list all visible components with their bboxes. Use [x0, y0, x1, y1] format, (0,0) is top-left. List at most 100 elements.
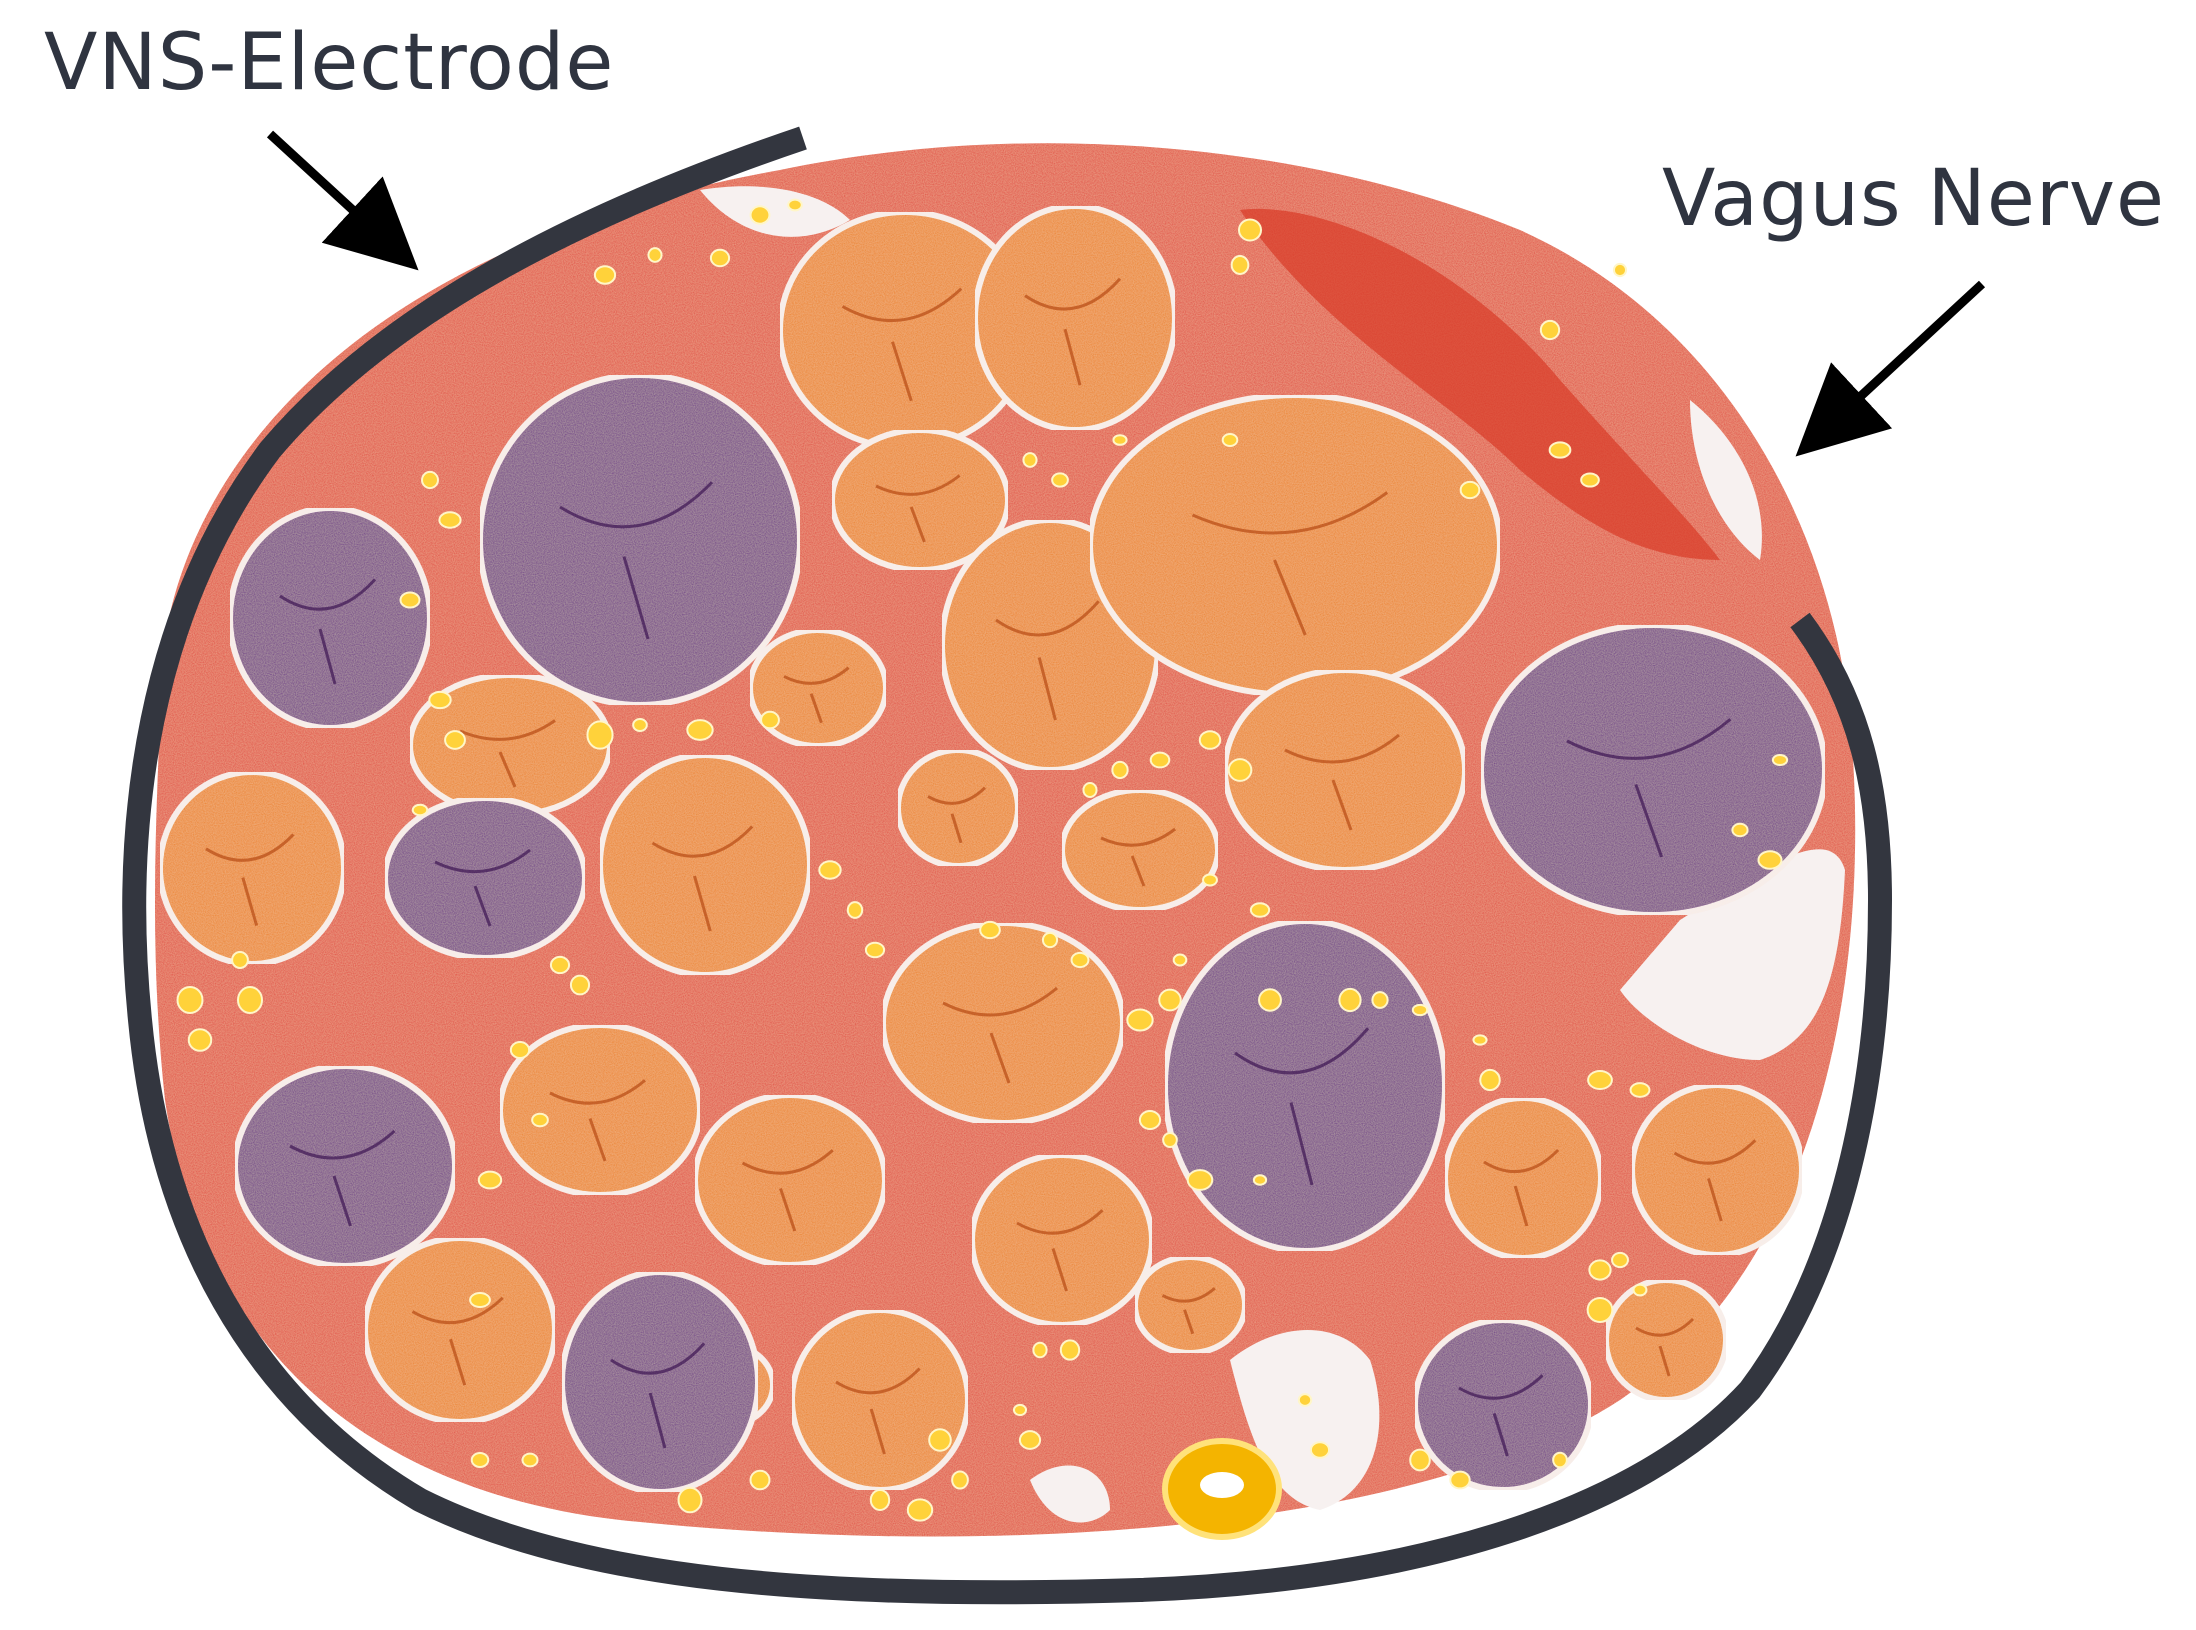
adipocyte: [571, 976, 589, 995]
adipocyte: [189, 1029, 211, 1050]
adipocyte: [1550, 442, 1571, 457]
fascicle-orange: [1135, 1257, 1245, 1353]
adipocyte: [1612, 1253, 1628, 1267]
adipocyte: [1461, 482, 1480, 498]
fascicle-orange: [1632, 1085, 1802, 1255]
fascicle-purple: [385, 798, 585, 958]
adipocyte: [1188, 1170, 1213, 1190]
adipocyte: [587, 721, 612, 748]
adipocyte: [1083, 783, 1096, 797]
adipocyte: [1140, 1111, 1160, 1129]
adipocyte: [1127, 1009, 1152, 1030]
adipocyte: [401, 592, 420, 607]
adipocyte: [472, 1453, 489, 1467]
fascicle-orange: [1225, 670, 1465, 870]
fascicle-purple: [1481, 625, 1825, 915]
nerve-arrow: [1822, 284, 1982, 432]
fascicle-orange: [1062, 790, 1218, 910]
adipocyte: [1229, 759, 1252, 781]
adipocyte: [232, 952, 248, 968]
adipocyte: [522, 1454, 537, 1467]
adipocyte: [1251, 903, 1269, 916]
fascicle-orange: [1606, 1280, 1726, 1400]
adipocyte: [1773, 755, 1787, 765]
adipocyte: [1311, 1442, 1329, 1457]
adipocyte: [1631, 1083, 1650, 1097]
adipocyte: [1589, 1260, 1610, 1279]
fascicle-orange: [898, 750, 1018, 866]
adipocyte: [687, 720, 712, 740]
electrode-label: VNS-Electrode: [44, 18, 614, 108]
adipocyte: [1203, 875, 1217, 886]
adipocyte: [678, 1488, 701, 1513]
adipocyte: [633, 719, 647, 731]
adipocyte: [1553, 1453, 1567, 1467]
adipocyte: [1634, 1285, 1647, 1296]
fascicle-orange: [1090, 395, 1500, 695]
adipocyte: [871, 1490, 889, 1510]
adipocyte: [439, 512, 460, 527]
adipocyte: [1239, 219, 1261, 240]
adipocyte: [1200, 731, 1220, 749]
adipocyte: [1061, 1340, 1079, 1359]
adipocyte: [908, 1499, 932, 1520]
fascicle-purple: [562, 1272, 758, 1492]
adipocyte: [761, 712, 779, 728]
adipocyte: [1052, 473, 1068, 486]
adipocyte: [1413, 1005, 1427, 1015]
adipocyte: [238, 987, 262, 1013]
adipocyte: [1151, 753, 1170, 768]
adipocyte: [866, 943, 884, 957]
fascicle-purple: [480, 375, 800, 705]
adipocyte: [1223, 434, 1238, 446]
adipocyte: [819, 861, 840, 878]
adipocyte: [445, 731, 465, 749]
adipocyte: [1232, 256, 1249, 274]
fascicle-orange: [365, 1238, 555, 1422]
adipocyte: [1372, 992, 1387, 1008]
adipocyte: [751, 1471, 770, 1490]
adipocyte: [648, 248, 661, 262]
adipocyte: [848, 902, 862, 918]
adipocyte: [929, 1429, 951, 1450]
adipocyte: [532, 1114, 548, 1126]
adipocyte: [1732, 824, 1747, 836]
adipocyte: [711, 250, 729, 266]
adipocyte: [980, 922, 1000, 938]
fascicle-orange: [972, 1155, 1152, 1325]
adipocyte: [1174, 955, 1187, 966]
adipocyte: [1480, 1070, 1500, 1090]
adipocyte: [1254, 1175, 1266, 1184]
fascicle-orange: [160, 772, 344, 964]
adipocyte: [1758, 851, 1781, 868]
adipocyte: [1473, 1035, 1486, 1044]
adipocyte: [1113, 435, 1126, 445]
vagus-nerve-label: Vagus Nerve: [1662, 154, 2165, 244]
adipocyte: [1112, 762, 1127, 778]
fascicle-orange: [1445, 1098, 1601, 1258]
adipocyte: [470, 1293, 490, 1307]
adipocyte: [1033, 1343, 1046, 1358]
adipocyte: [178, 987, 203, 1013]
adipocyte: [1043, 933, 1057, 947]
adipocyte: [1614, 264, 1626, 276]
adipocyte: [1588, 1298, 1613, 1322]
adipocyte: [1339, 989, 1360, 1011]
adipocyte: [1541, 321, 1559, 339]
adipocyte: [751, 206, 770, 223]
adipocyte: [1581, 473, 1599, 486]
adipocyte: [511, 1042, 529, 1058]
adipocyte: [1159, 990, 1181, 1011]
adipocyte: [1588, 1071, 1612, 1089]
adipocyte: [788, 200, 802, 211]
adipocyte: [413, 805, 427, 815]
adipocyte: [1072, 953, 1089, 967]
fascicle-purple: [235, 1066, 455, 1266]
fascicle-orange: [695, 1095, 885, 1265]
fascicle-orange: [792, 1310, 968, 1490]
adipocyte: [1299, 1394, 1311, 1406]
fascicle-purple: [230, 508, 430, 728]
adipocyte: [479, 1172, 501, 1189]
adipocyte: [1410, 1450, 1430, 1471]
adipocyte: [595, 266, 615, 284]
